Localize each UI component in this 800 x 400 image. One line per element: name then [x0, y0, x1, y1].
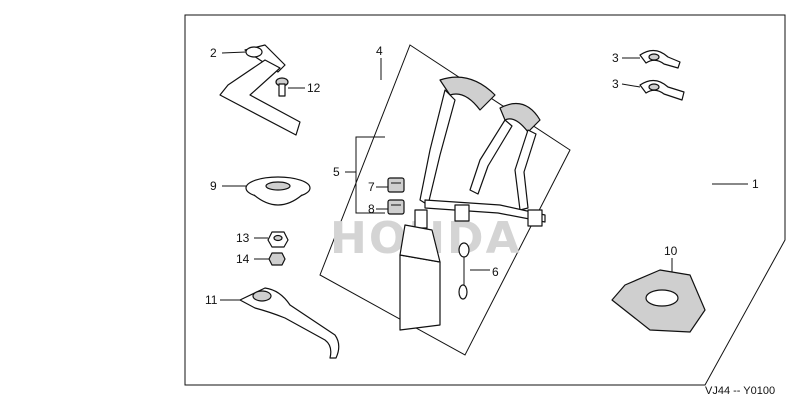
callout-4: 4: [376, 44, 383, 58]
clamp-part-3a: [639, 49, 681, 69]
callout-10: 10: [664, 244, 678, 258]
cup-grommet-part: [245, 176, 311, 206]
callout-7: 7: [368, 180, 375, 194]
nut-part-14: [268, 252, 286, 266]
leader-2: [221, 51, 247, 54]
callout-9: 9: [210, 179, 217, 193]
callout-13: 13: [236, 231, 250, 245]
callout-1: 1: [752, 177, 759, 191]
lever-arm-part: [219, 44, 301, 136]
back-pad-part: [399, 224, 441, 331]
buckle-part-8: [387, 199, 405, 215]
callout-2: 2: [210, 46, 217, 60]
callout-6: 6: [492, 265, 499, 279]
callout-8: 8: [368, 202, 375, 216]
leader-5-bracket: [355, 136, 385, 214]
cover-part-10: [611, 269, 706, 333]
leader-3b: [621, 83, 641, 88]
callout-12: 12: [307, 81, 321, 95]
snap-hook-part: [458, 242, 470, 300]
nut-part-13: [267, 231, 289, 248]
harness-part: [414, 76, 546, 229]
callout-3b: 3: [612, 77, 619, 91]
assembly-frame: [184, 14, 786, 386]
callout-11: 11: [205, 293, 218, 307]
callout-3a: 3: [612, 51, 619, 65]
strap-part-11: [239, 287, 340, 359]
clamp-part-3b: [639, 79, 685, 101]
diagram-code: VJ44 -- Y0100: [705, 385, 775, 397]
buckle-part-7: [387, 177, 405, 193]
callout-5: 5: [333, 165, 340, 179]
callout-14: 14: [236, 252, 250, 266]
bolt-part: [275, 77, 289, 97]
